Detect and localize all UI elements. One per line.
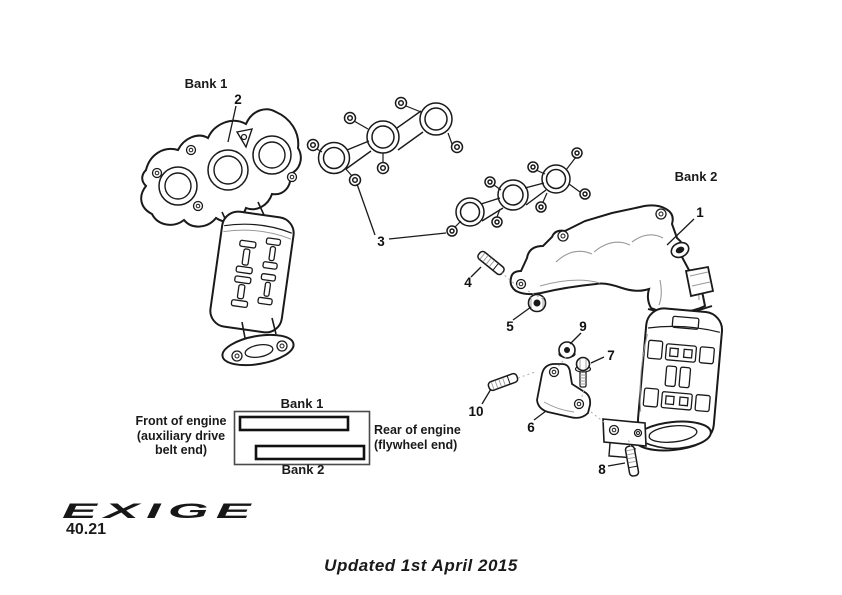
callout-leader-lines [227,105,695,467]
legend-bank2-bar [254,444,366,461]
callout-1: 1 [696,205,704,220]
front-of-engine-label: Front of engine (auxiliary drive belt en… [128,414,234,458]
bank2-catalyst-illustration [602,305,724,459]
bank2-manifold-illustration [509,204,715,314]
legend-bank2-label: Bank 2 [281,462,325,477]
front-of-engine-line3: belt end) [154,443,208,457]
page-number: 40.21 [66,521,107,538]
callout-10: 10 [468,404,484,419]
callout-6: 6 [527,420,535,435]
heat-shield-slots-bank1 [230,237,282,309]
rear-of-engine-label: Rear of engine (flywheel end) [374,423,484,452]
bank2-diagram-label: Bank 2 [674,169,718,184]
front-of-engine-line2: (auxiliary drive [136,428,226,443]
assembly-dashed-lines [500,271,632,448]
rear-of-engine-line2: (flywheel end) [374,437,458,452]
nut-item9 [558,341,576,359]
callout-5: 5 [506,319,514,334]
callout-3: 3 [377,234,385,249]
orientation-legend-box [233,410,371,466]
legend-bank1-bar [238,415,350,432]
stud-item4 [477,250,505,276]
bank1-diagram-label: Bank 1 [184,76,228,91]
callout-8: 8 [598,462,606,477]
exhaust-gasket-bank2 [446,147,591,237]
callout-7: 7 [607,348,615,363]
outlet-bracket [602,418,647,459]
callout-2: 2 [234,92,242,107]
heat-shield-slots-bank2 [642,339,715,413]
bank1-manifold-illustration [140,108,302,367]
exige-logo-text: EXIGE [62,498,258,523]
legend-bank1-label: Bank 1 [280,396,324,411]
bolt-item7 [574,356,592,388]
front-of-engine-line1: Front of engine [135,414,227,428]
stud-item10 [487,372,519,392]
nut-item5 [527,293,547,313]
stud-item8 [624,445,640,477]
callout-9: 9 [579,319,587,334]
callout-4: 4 [464,275,472,290]
exhaust-gasket-bank1 [306,96,464,187]
support-bracket [536,363,592,419]
updated-date-text: Updated 1st April 2015 [324,556,518,575]
exige-logo: EXIGE [62,498,251,540]
rear-of-engine-line1: Rear of engine [374,423,461,437]
